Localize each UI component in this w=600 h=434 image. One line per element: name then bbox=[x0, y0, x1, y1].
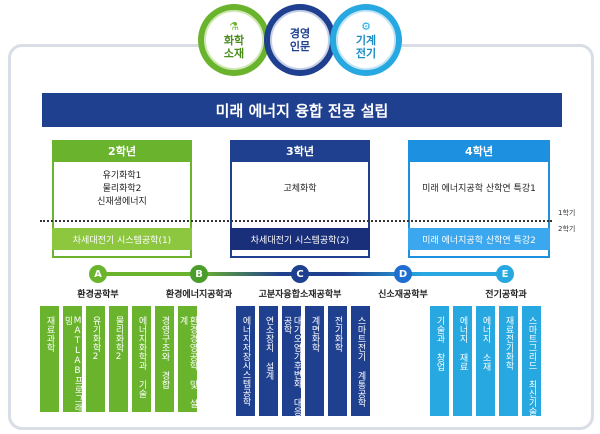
course-label: 에너지화학과 기술 bbox=[136, 316, 147, 398]
course-label: 연소장치 설계 bbox=[263, 316, 274, 380]
year-courses: 미래 에너지공학 산학연 특강1 bbox=[410, 164, 548, 214]
dept-node-a: A bbox=[89, 265, 107, 283]
course-label: 재료전기화학 bbox=[503, 316, 514, 370]
circle-chemistry-materials: ⚗ 화학 소재 bbox=[198, 4, 270, 76]
year-head: 2학년 bbox=[52, 140, 192, 162]
course-label: 물리화학2 bbox=[113, 316, 124, 362]
course-bar: 경영구조와 경합 bbox=[155, 306, 174, 412]
course-line: 고체화학 bbox=[283, 183, 317, 194]
dept-name-d: 신소재공학부 bbox=[378, 290, 428, 300]
circle-business-humanities: 경영 인문 bbox=[264, 4, 336, 76]
semester-label-2: 2학기 bbox=[558, 225, 576, 233]
course-label: 유기화학2 bbox=[90, 316, 101, 362]
course-bar: 물리화학2 bbox=[109, 306, 128, 412]
dept-name-c: 고분자융합소재공학부 bbox=[258, 290, 342, 300]
course-bar: 대기오염기후변화 대응공학 bbox=[281, 306, 302, 416]
year-foot: 차세대전기 시스템공학(2) bbox=[230, 228, 370, 250]
course-label: 경영구조와 경합 bbox=[159, 316, 170, 389]
year-courses: 고체화학 bbox=[232, 164, 368, 214]
year-head: 4학년 bbox=[408, 140, 550, 162]
course-bar: 유기화학2 bbox=[86, 306, 105, 412]
course-line: 물리화학2 bbox=[102, 183, 142, 194]
course-bar: 재료과학 bbox=[40, 306, 59, 412]
course-line: 신재생에너지 bbox=[97, 196, 147, 207]
course-label: 에너지 재료 bbox=[457, 316, 468, 371]
course-label: 에너지 소재 bbox=[480, 316, 491, 371]
dept-node-d: D bbox=[394, 265, 412, 283]
circle-mechanical-electrical: ⚙ 기계 전기 bbox=[330, 4, 402, 76]
dept-name-e: 전기공학과 bbox=[485, 290, 527, 300]
circle-label: 경영 인문 bbox=[289, 27, 311, 53]
course-bar: 연소장치 설계 bbox=[259, 306, 278, 416]
course-label: 재료과학 bbox=[44, 316, 55, 352]
course-line: 유기화학1 bbox=[102, 170, 142, 181]
gear-icon: ⚙ bbox=[361, 19, 371, 33]
flask-icon: ⚗ bbox=[229, 19, 239, 33]
course-label: 전기화학 bbox=[332, 316, 343, 352]
circle-label: 기계 전기 bbox=[355, 33, 377, 60]
course-bar: 환경경영공학 및 설계 bbox=[177, 306, 198, 412]
course-label: 에너지저장시스템공학 bbox=[240, 316, 251, 406]
dept-node-b: B bbox=[190, 265, 208, 283]
course-bar: 스마트그리드 최신기술 bbox=[522, 306, 541, 416]
course-label: 기술과 창업 bbox=[434, 316, 445, 371]
dept-node-e: E bbox=[496, 265, 514, 283]
page-title: 미래 에너지 융합 전공 설립 bbox=[42, 93, 562, 127]
year-foot: 미래 에너지공학 산학연 특강2 bbox=[408, 228, 550, 250]
course-bar: 재료전기화학 bbox=[499, 306, 518, 416]
course-bar: 에너지 재료 bbox=[453, 306, 472, 416]
circle-label: 화학 소재 bbox=[223, 33, 245, 60]
course-bar: 전기화학 bbox=[328, 306, 347, 416]
course-label: 계면화학 bbox=[309, 316, 320, 352]
dept-name-b: 환경에너지공학과 bbox=[165, 290, 233, 300]
year-foot: 차세대전기 시스템공학(1) bbox=[52, 228, 192, 250]
semester-divider bbox=[40, 220, 552, 222]
course-label: 대기오염기후변화 대응공학 bbox=[281, 316, 302, 416]
course-line: 미래 에너지공학 산학연 특강1 bbox=[422, 183, 536, 194]
course-bar: 기술과 창업 bbox=[430, 306, 449, 416]
dept-node-c: C bbox=[291, 265, 309, 283]
year-courses: 유기화학1 물리화학2 신재생에너지 bbox=[54, 164, 190, 214]
course-bar: 에너지저장시스템공학 bbox=[236, 306, 255, 416]
course-label: 스마트전기 계통공학 bbox=[355, 316, 366, 407]
course-bar: 계면화학 bbox=[305, 306, 324, 416]
year-head: 3학년 bbox=[230, 140, 370, 162]
dept-name-a: 환경공학부 bbox=[77, 290, 119, 300]
course-bar: 스마트전기 계통공학 bbox=[351, 306, 370, 416]
semester-label-1: 1학기 bbox=[558, 209, 576, 217]
course-label: 스마트그리드 최신기술 bbox=[526, 316, 537, 416]
course-label: MATLAB프로그래밍 bbox=[62, 316, 83, 412]
course-bar: 에너지 소재 bbox=[476, 306, 495, 416]
course-label: 환경경영공학 및 설계 bbox=[177, 316, 198, 408]
course-bar: 에너지화학과 기술 bbox=[132, 306, 151, 412]
course-bar: MATLAB프로그래밍 bbox=[62, 306, 83, 412]
